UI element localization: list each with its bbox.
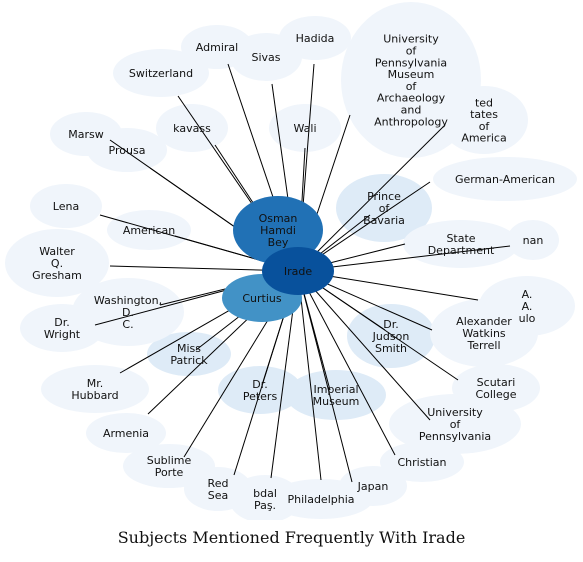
washington-dc-bubble <box>72 278 184 346</box>
christian-edge <box>297 270 396 456</box>
switzerland-bubble <box>113 49 209 97</box>
diagram-caption: Subjects Mentioned Frequently With Irade <box>117 528 466 547</box>
miss-patrick-bubble <box>147 332 231 376</box>
marsw-label: Marsw <box>68 128 103 141</box>
curtius-label: Curtius <box>242 292 282 305</box>
prousa-label: Prousa <box>109 144 146 157</box>
armenia-bubble <box>86 413 166 453</box>
united-states-of-america-bubble <box>440 86 528 154</box>
imperial-museum-bubble <box>286 370 386 420</box>
walter-q-gresham-bubble <box>5 229 109 297</box>
sublime-porte-bubble <box>123 444 215 488</box>
lena-bubble <box>30 184 102 228</box>
osman-hamdi-bey-bubble <box>233 196 323 264</box>
philadelphia-edge <box>297 270 322 481</box>
hadida-label: Hadida <box>296 32 335 45</box>
japan-edge <box>297 270 353 483</box>
faint-bubble-layer <box>5 2 577 523</box>
mr-hubbard-label: Mr.Hubbard <box>71 377 118 402</box>
dr-wright-label: Dr.Wright <box>44 316 81 341</box>
university-of-pennsylvania-edge <box>297 270 431 421</box>
prince-of-bavaria-bubble <box>336 174 432 242</box>
christian-label: Christian <box>397 456 446 469</box>
christian-bubble <box>380 442 464 482</box>
state-department-bubble <box>403 220 519 268</box>
switzerland-label: Switzerland <box>129 67 193 80</box>
alexander-watkins-terrell-bubble <box>430 299 538 367</box>
university-of-pennsylvania-bubble <box>389 394 521 454</box>
sivas-label: Sivas <box>251 51 280 64</box>
dr-peters-label: Dr.Peters <box>243 378 278 403</box>
german-american-bubble <box>433 157 577 201</box>
american-bubble <box>107 210 191 250</box>
wali-bubble <box>269 104 341 152</box>
kavass-bubble <box>156 104 228 152</box>
strong-bubble-layer <box>222 196 334 322</box>
lena-label: Lena <box>53 200 79 213</box>
armenia-label: Armenia <box>103 427 149 440</box>
nan-label: nan <box>523 234 544 247</box>
hadida-bubble <box>279 16 351 60</box>
american-label: American <box>123 224 175 237</box>
hub-label: Irade <box>284 265 312 278</box>
japan-label: Japan <box>357 480 389 493</box>
hub-bubble <box>262 247 334 295</box>
prousa-bubble <box>87 128 167 172</box>
united-states-of-america-edge <box>297 124 446 272</box>
scutari-college-edge <box>297 270 459 381</box>
a-a-ulo-label: A.A.ulo <box>519 288 536 325</box>
german-american-label: German-American <box>455 173 555 186</box>
kavass-label: kavass <box>173 122 211 135</box>
nan-bubble <box>507 220 559 260</box>
mr-hubbard-bubble <box>41 365 149 413</box>
wali-label: Wali <box>293 122 316 135</box>
dr-judson-smith-bubble <box>347 304 435 368</box>
washington-dc-label: Washington,D.C. <box>94 294 162 331</box>
philadelphia-label: Philadelphia <box>287 493 354 506</box>
admiral-label: Admiral <box>196 41 238 54</box>
